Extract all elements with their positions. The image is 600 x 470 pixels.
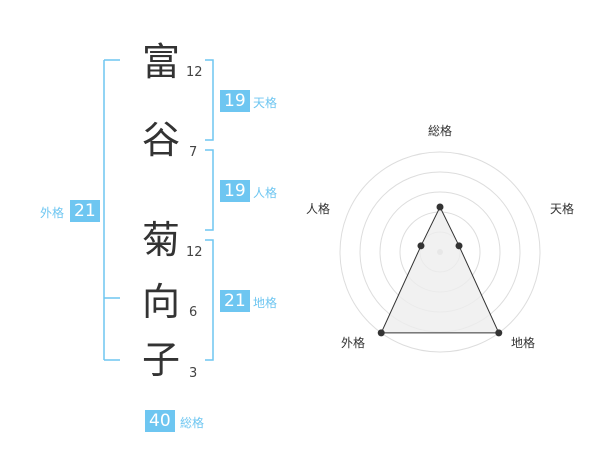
radar-point-4 [417, 242, 425, 250]
name-char-4: 向 [141, 280, 180, 324]
stroke-count-1: 12 [186, 65, 203, 80]
chikaku-value-badge: 21 [220, 290, 250, 312]
gaikaku-value-badge: 21 [70, 200, 100, 222]
stroke-count-3: 12 [186, 245, 203, 260]
jinkaku-label: 人格 [253, 186, 278, 200]
radar-point-2 [495, 329, 503, 337]
tenkaku-label: 天格 [253, 96, 278, 110]
tenkaku-value-badge: 19 [220, 90, 250, 112]
name-char-5: 子 [141, 338, 180, 382]
name-char-2: 谷 [141, 118, 180, 162]
jinkaku-value-badge: 19 [220, 180, 250, 202]
radar-axis-label-soukaku: 総格 [428, 124, 453, 138]
stroke-count-2: 7 [189, 145, 198, 160]
radar-point-3 [377, 329, 385, 337]
chikaku-bracket [205, 239, 214, 361]
stroke-count-5: 3 [189, 366, 198, 381]
radar-axis-label-tenkaku: 天格 [550, 202, 575, 216]
name-char-3: 菊 [141, 218, 180, 262]
gaikaku-bracket [103, 59, 120, 361]
stroke-count-4: 6 [189, 305, 198, 320]
radar-axis-label-chikaku: 地格 [511, 336, 536, 350]
tenkaku-bracket [205, 59, 214, 141]
chikaku-label: 地格 [253, 296, 278, 310]
radar-axis-label-gaikaku: 外格 [341, 336, 366, 350]
soukaku-value-badge: 40 [145, 410, 175, 432]
radar-point-0 [436, 203, 444, 211]
radar-ring-5 [339, 151, 541, 353]
radar-points [377, 203, 503, 337]
gaikaku-label: 外格 [40, 206, 65, 220]
soukaku-label: 総格 [180, 416, 205, 430]
radar-area [380, 205, 500, 334]
name-char-1: 富 [141, 40, 180, 84]
radar-point-1 [455, 242, 463, 250]
radar-axis-label-jinkaku: 人格 [306, 202, 331, 216]
jinkaku-bracket [205, 149, 214, 231]
